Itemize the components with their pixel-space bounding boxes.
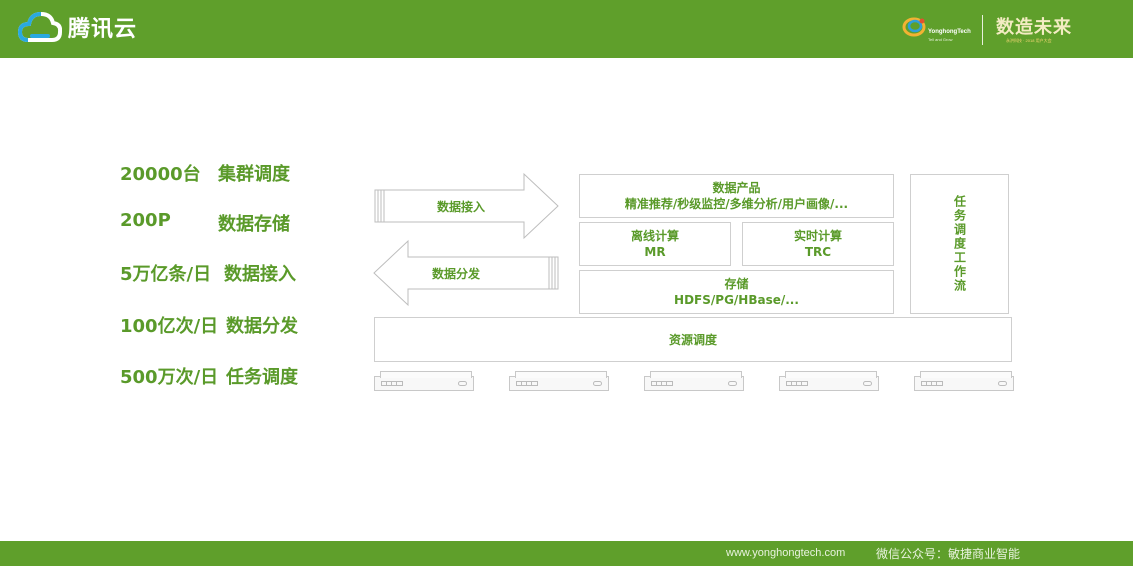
realtime-compute-title: 实时计算 (793, 229, 842, 243)
stat-distribute: 100亿次/日 数据分发 (120, 312, 298, 338)
data-product-box: 数据产品 精准推荐/秒级监控/多维分析/用户画像/... (579, 174, 894, 218)
stat-label: 集群调度 (218, 164, 290, 185)
server-icon (914, 371, 1014, 391)
offline-compute-title: 离线计算 (630, 229, 679, 243)
stat-value: 20000台 (120, 164, 201, 185)
server-icon (509, 371, 609, 391)
stat-value: 5万亿条/日 (120, 264, 212, 285)
storage-title: 存储 (724, 277, 749, 291)
stat-value: 500万次/日 (120, 367, 219, 388)
resource-scheduling-box: 资源调度 (374, 317, 1012, 362)
server-icon (779, 371, 879, 391)
partner-logo-block: YonghongTech Tell and Grow 数造未来 永洪科技 · 2… (900, 12, 1075, 48)
tencent-cloud-logo: 腾讯云 (18, 10, 137, 44)
storage-box: 存储 HDFS/PG/HBase/... (579, 270, 894, 314)
server-icon (374, 371, 474, 391)
header-divider (982, 15, 983, 45)
resource-scheduling-label: 资源调度 (668, 332, 717, 347)
cloud-icon (18, 11, 62, 42)
stat-label: 数据分发 (226, 316, 298, 337)
header-bar: 腾讯云 YonghongTech Tell and Grow 数造未来 永洪科技… (0, 0, 1133, 58)
storage-detail: HDFS/PG/HBase/... (674, 293, 799, 307)
partner-name: YonghongTech (928, 29, 971, 35)
offline-compute-detail: MR (644, 245, 666, 259)
stat-schedule: 500万次/日 任务调度 (120, 363, 298, 389)
stat-label: 数据接入 (224, 264, 296, 285)
stat-cluster: 20000台 集群调度 (120, 160, 290, 186)
server-icon (644, 371, 744, 391)
yonghong-ring-icon (902, 17, 926, 37)
footer-url[interactable]: www.yonghongtech.com (726, 547, 846, 559)
footer-bar (0, 541, 1133, 566)
slogan-subtitle: 永洪科技 · 2018 用户大会 (1006, 38, 1052, 43)
stat-value: 100亿次/日 (120, 316, 219, 337)
partner-tagline: Tell and Grow (928, 37, 953, 42)
distribute-arrow (373, 239, 559, 307)
slogan: 数造未来 (996, 17, 1072, 38)
ingest-arrow (374, 172, 559, 240)
workflow-box: 任务调度工作流 (910, 174, 1009, 314)
stat-label: 任务调度 (226, 367, 298, 388)
brand-name: 腾讯云 (68, 17, 138, 42)
data-product-title: 数据产品 (712, 181, 761, 195)
stat-ingest: 5万亿条/日 数据接入 (120, 260, 296, 286)
data-product-detail: 精准推荐/秒级监控/多维分析/用户画像/... (624, 197, 849, 211)
stat-value: 200P (120, 210, 171, 231)
ingest-label: 数据接入 (437, 200, 486, 214)
realtime-compute-detail: TRC (804, 245, 832, 259)
workflow-label: 任务调度工作流 (952, 195, 967, 293)
footer-wechat: 微信公众号：敏捷商业智能 (876, 547, 1021, 561)
distribute-label: 数据分发 (432, 267, 481, 281)
stat-storage: 200P 数据存储 (120, 210, 290, 235)
offline-compute-box: 离线计算 MR (579, 222, 731, 266)
realtime-compute-box: 实时计算 TRC (742, 222, 894, 266)
stat-label: 数据存储 (218, 214, 290, 235)
